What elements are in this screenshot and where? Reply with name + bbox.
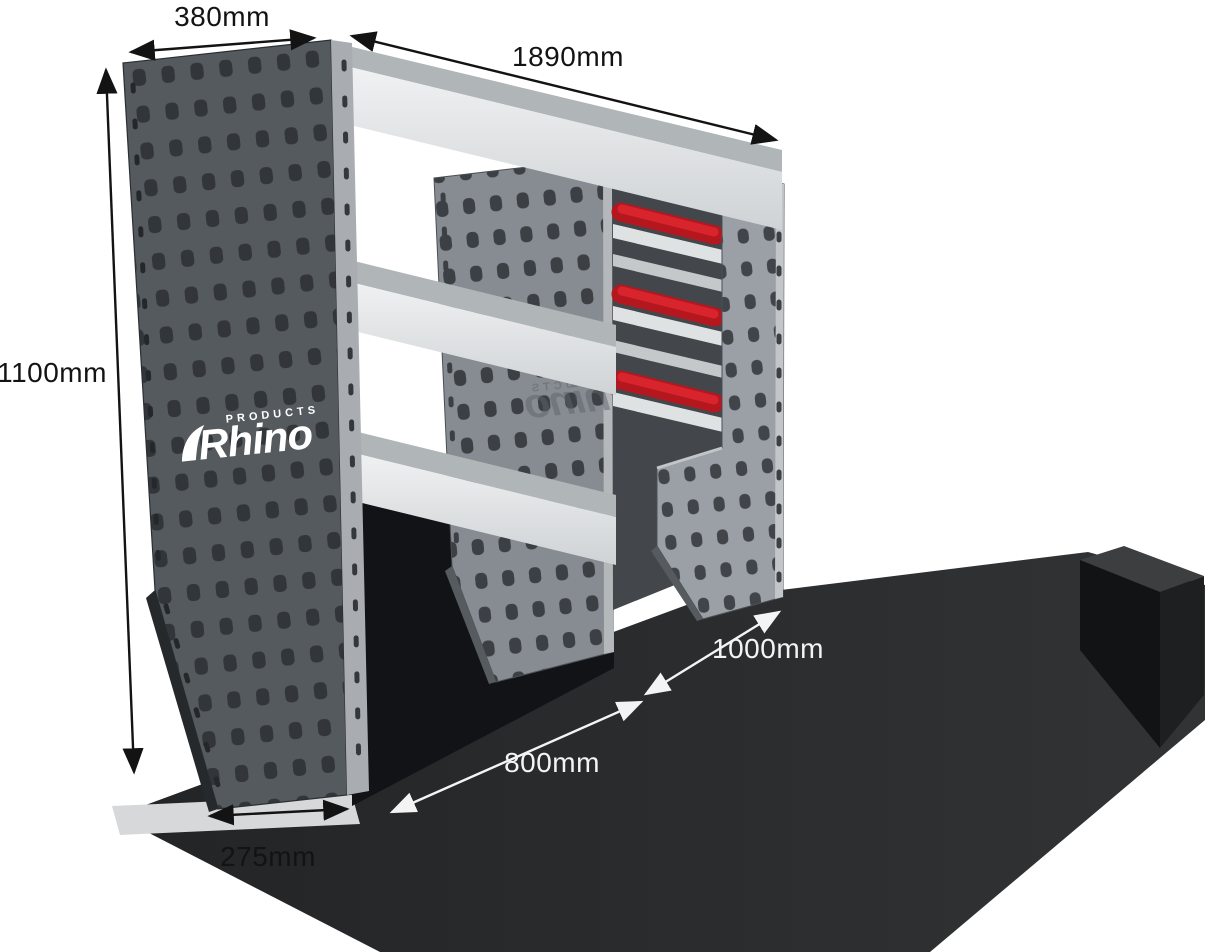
- dim-label-380: 380mm: [174, 1, 270, 32]
- left-panel-taper-edge: [146, 590, 218, 812]
- dimension-foot-depth: 275mm: [207, 799, 350, 872]
- divider-taper-edge: [445, 566, 496, 684]
- right-panel-front-flange: [775, 183, 784, 599]
- wheel-arch-box: [1080, 546, 1204, 748]
- bottom-shelf-front-face: [350, 452, 616, 565]
- wheel-arch-side-face: [1160, 576, 1204, 748]
- wheel-arch-top-face: [1080, 546, 1204, 592]
- floor-mat-surface: [116, 552, 1205, 952]
- right-leg-step-edge: [656, 446, 723, 470]
- shelf-lip-2: [613, 306, 723, 346]
- dim-arrow-800: [389, 700, 644, 814]
- dimension-length: 1890mm: [349, 31, 779, 145]
- dim-label-275: 275mm: [220, 841, 316, 872]
- dimension-left-bay: 800mm: [389, 700, 644, 814]
- dimension-right-bay: 1000mm: [643, 610, 824, 696]
- dim-arrow-1890: [349, 31, 779, 145]
- dim-arrow-1000: [643, 610, 782, 696]
- wheel-arch-front-face: [1080, 560, 1160, 748]
- pipe-bar-3-highlight: [617, 372, 719, 405]
- bottom-shelf-top-face: [350, 430, 616, 517]
- middle-shelf: [350, 260, 616, 395]
- shelf-lip-1: [613, 224, 723, 264]
- middle-shelf-front-face: [350, 282, 616, 395]
- dim-arrow-1100: [96, 67, 144, 775]
- left-end-panel: Rhino PRODUCTS: [122, 39, 369, 812]
- pipe-bar-1-highlight: [617, 204, 719, 237]
- middle-shelf-top-face: [350, 260, 616, 347]
- tray-back-2: [613, 254, 723, 292]
- dim-label-1000: 1000mm: [712, 633, 824, 664]
- left-panel-front-flange: [331, 40, 369, 795]
- dim-arrow-380: [128, 29, 317, 61]
- dimension-top-depth: 380mm: [128, 1, 317, 61]
- dim-label-1100: 1100mm: [0, 357, 107, 388]
- dim-arrow-275: [207, 799, 350, 826]
- right-panel-taper-edge: [651, 546, 703, 621]
- right-end-panel: [651, 171, 785, 621]
- dim-label-800: 800mm: [504, 747, 600, 778]
- rhino-horn-icon: [181, 425, 205, 462]
- pipe-bar-2-highlight: [617, 286, 719, 319]
- dimensions: 380mm 1890mm 1100mm 1000mm 800mm 275mm: [0, 1, 824, 872]
- dim-label-1890: 1890mm: [512, 41, 624, 72]
- shelf-lip-3: [613, 392, 723, 432]
- dimension-height: 1100mm: [0, 67, 144, 775]
- bottom-shelf: [350, 430, 616, 565]
- tray-back-3: [613, 340, 723, 378]
